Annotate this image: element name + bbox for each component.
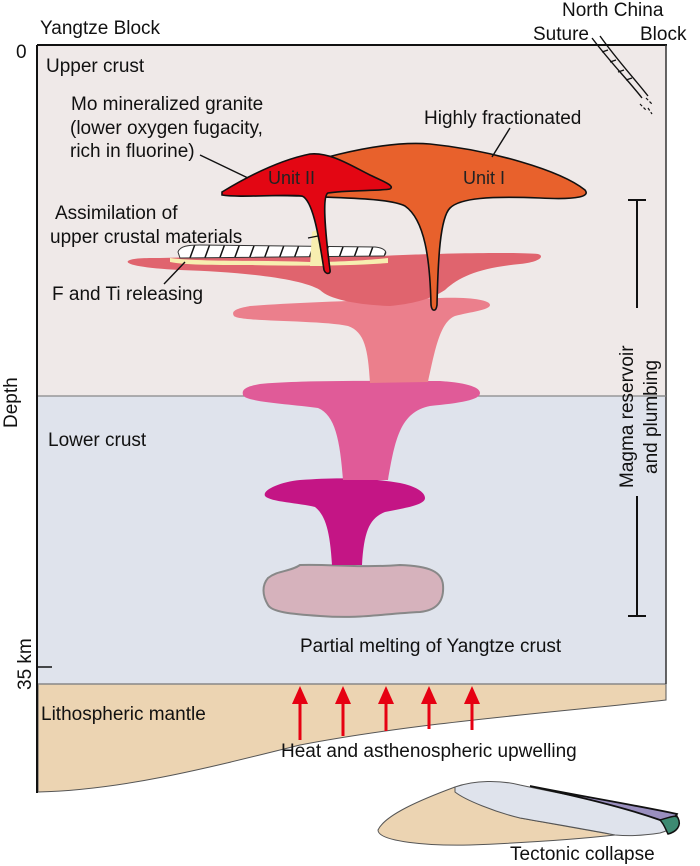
magma-reservoir-3 [242, 380, 480, 480]
lithospheric-mantle-layer [37, 683, 667, 793]
mo-granite-leader [199, 154, 249, 179]
north-china-label: North China [562, 0, 664, 21]
f-ti-releasing-label: F and Ti releasing [52, 284, 203, 305]
suture-zone [591, 35, 653, 115]
lower-crust-label: Lower crust [48, 430, 147, 451]
unit-2-intrusion [221, 153, 392, 275]
unit-1-label: Unit I [463, 168, 505, 188]
upper-crust-label: Upper crust [46, 56, 145, 77]
upwelling-arrow [335, 686, 351, 736]
north-china-block-label: Block [640, 24, 687, 45]
magma-reservoir-label-line1: Magma reservoir [617, 345, 638, 488]
partial-melting-label: Partial melting of Yangtze crust [300, 636, 562, 657]
collapse-mantle [377, 786, 616, 846]
magma-reservoir-2 [233, 297, 490, 383]
yangtze-block-label: Yangtze Block [40, 18, 161, 39]
tectonic-collapse-label: Tectonic collapse [510, 844, 655, 865]
assimilation-rim [170, 258, 388, 266]
upwelling-arrow [464, 686, 480, 730]
assimilation-leader [307, 235, 319, 239]
bracket-label-mask-lower [620, 396, 656, 496]
upwelling-arrow [292, 686, 308, 740]
mo-granite-label-line1: Mo mineralized granite [71, 94, 263, 115]
collapse-crust [454, 780, 679, 837]
mo-granite-label-line2: (lower oxygen fugacity, [70, 118, 263, 139]
heat-upwelling-label: Heat and asthenospheric upwelling [281, 741, 577, 762]
depth-zero-tick-label: 0 [16, 42, 27, 63]
magma-reservoir-label-line2: and plumbing [641, 360, 662, 474]
highly-fractionated-label: Highly fractionated [424, 108, 581, 129]
magma-reservoir-4 [264, 478, 425, 565]
lithospheric-mantle-label: Lithospheric mantle [41, 704, 206, 725]
f-ti-leader [163, 261, 186, 285]
upwelling-arrow [378, 686, 394, 731]
suture-label: Suture [533, 24, 589, 45]
depth-axis-label: Depth [1, 377, 22, 428]
tectonic-collapse-inset [377, 780, 680, 846]
assimilation-label-line1: Assimilation of [55, 203, 178, 224]
mo-granite-label-line3: rich in fluorine) [70, 141, 195, 162]
collapse-green-layer [658, 815, 680, 835]
depth-35km-label: 35 km [15, 638, 36, 690]
partial-melting-source [262, 563, 445, 618]
upwelling-arrow [421, 686, 437, 729]
assimilation-lens [177, 244, 387, 259]
upwelling-arrows [292, 686, 480, 740]
unit-2-label: Unit II [268, 168, 315, 188]
assimilation-label-line2: upper crustal materials [50, 227, 242, 248]
fractionated-leader [491, 127, 511, 158]
upper-crust-layer [38, 46, 666, 396]
